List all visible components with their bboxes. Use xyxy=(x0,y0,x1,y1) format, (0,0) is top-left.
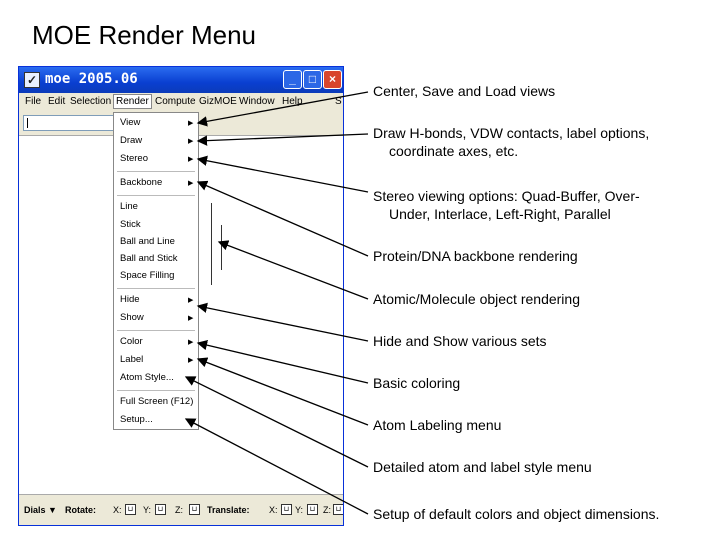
window-title: moe 2005.06 xyxy=(45,71,138,87)
submenu-arrow-icon: ▶ xyxy=(188,120,194,127)
menu-separator xyxy=(117,171,195,172)
translate-y-button[interactable]: ⊔ xyxy=(307,504,318,515)
arrow-setup xyxy=(184,418,369,515)
translate-x-label: X: xyxy=(269,505,278,515)
command-input[interactable] xyxy=(23,115,121,131)
callout-draw-line2: coordinate axes, etc. xyxy=(389,143,519,159)
render-backbone-item[interactable]: Backbone xyxy=(120,177,163,188)
menu-window[interactable]: Window xyxy=(239,96,275,107)
rotate-x-button[interactable]: ⊔ xyxy=(125,504,136,515)
arrow-color xyxy=(196,340,369,384)
rotate-z-label: Z: xyxy=(175,505,183,515)
minimize-button[interactable]: _ xyxy=(283,70,302,89)
callout-stereo-line2: Under, Interlace, Left-Right, Parallel xyxy=(389,206,611,222)
menu-gizmoe[interactable]: GizMOE xyxy=(199,96,237,107)
submenu-arrow-icon: ▶ xyxy=(188,315,194,322)
menu-bar: File Edit Selection Render Compute GizMO… xyxy=(19,93,343,111)
translate-label: Translate: xyxy=(207,505,250,515)
callout-setup: Setup of default colors and object dimen… xyxy=(373,506,660,522)
rotate-y-button[interactable]: ⊔ xyxy=(155,504,166,515)
render-setup-item[interactable]: Setup... xyxy=(120,414,153,425)
arrow-hideshow xyxy=(196,302,369,342)
translate-x-button[interactable]: ⊔ xyxy=(281,504,292,515)
menu-separator xyxy=(117,330,195,331)
render-show-item[interactable]: Show xyxy=(120,312,144,323)
callout-draw-line1: Draw H-bonds, VDW contacts, label option… xyxy=(373,125,650,141)
render-atom-style-item[interactable]: Atom Style... xyxy=(120,372,174,383)
arrow-view xyxy=(196,91,369,127)
menu-selection[interactable]: Selection xyxy=(70,96,112,107)
menu-render[interactable]: Render xyxy=(113,94,152,109)
maximize-button[interactable]: □ xyxy=(303,70,322,89)
rotate-label: Rotate: xyxy=(65,505,96,515)
submenu-arrow-icon: ▶ xyxy=(188,180,194,187)
submenu-arrow-icon: ▶ xyxy=(188,339,194,346)
callout-stereo-line1: Stereo viewing options: Quad-Buffer, Ove… xyxy=(373,188,640,204)
render-hide-item[interactable]: Hide xyxy=(120,294,140,305)
moe-app-icon[interactable]: ✓ xyxy=(24,72,40,88)
render-color-item[interactable]: Color xyxy=(120,336,143,347)
slide-title: MOE Render Menu xyxy=(32,20,256,50)
render-line-item[interactable]: Line xyxy=(120,201,138,212)
callout-view: Center, Save and Load views xyxy=(373,83,556,99)
render-menu-dropdown: View ▶ Draw ▶ Stereo ▶ Backbone ▶ Line S… xyxy=(113,112,199,430)
render-stick-item[interactable]: Stick xyxy=(120,219,141,230)
rotate-x-label: X: xyxy=(113,505,122,515)
bracket-line xyxy=(211,203,212,285)
callout-draw: Draw H-bonds, VDW contacts, label option… xyxy=(373,124,649,160)
menu-s[interactable]: S xyxy=(335,96,342,107)
menu-separator xyxy=(117,288,195,289)
render-draw-item[interactable]: Draw xyxy=(120,135,143,146)
submenu-arrow-icon: ▶ xyxy=(188,297,194,304)
menu-separator xyxy=(117,390,195,391)
submenu-arrow-icon: ▶ xyxy=(188,138,194,145)
status-bar: Dials ▼ Rotate: X: ⊔ Y: ⊔ Z: ⊔ Translate… xyxy=(19,494,343,525)
translate-y-label: Y: xyxy=(295,505,304,515)
rotate-y-label: Y: xyxy=(143,505,152,515)
rotate-z-button[interactable]: ⊔ xyxy=(189,504,200,515)
menu-edit[interactable]: Edit xyxy=(48,96,66,107)
submenu-arrow-icon: ▶ xyxy=(188,357,194,364)
menu-help[interactable]: Help xyxy=(282,96,303,107)
callout-label: Atom Labeling menu xyxy=(373,417,502,433)
render-stereo-item[interactable]: Stereo xyxy=(120,153,148,164)
arrow-style xyxy=(184,376,369,468)
translate-z-label: Z: xyxy=(323,505,331,515)
close-button[interactable]: × xyxy=(323,70,342,89)
menu-compute[interactable]: Compute xyxy=(155,96,196,107)
callout-stereo: Stereo viewing options: Quad-Buffer, Ove… xyxy=(373,187,640,223)
callout-color: Basic coloring xyxy=(373,375,461,391)
title-bar[interactable]: ✓ moe 2005.06 _ □ × xyxy=(19,67,343,93)
arrow-atomic xyxy=(217,240,369,300)
callout-backbone: Protein/DNA backbone rendering xyxy=(373,248,578,264)
menu-file[interactable]: File xyxy=(25,96,42,107)
arrow-stereo xyxy=(196,155,369,193)
render-space-filling-item[interactable]: Space Filling xyxy=(120,270,175,281)
callout-atomic: Atomic/Molecule object rendering xyxy=(373,291,580,307)
callout-hideshow: Hide and Show various sets xyxy=(373,333,547,349)
dials-button[interactable]: Dials ▼ xyxy=(24,505,57,515)
arrow-label xyxy=(196,357,369,426)
render-view-item[interactable]: View xyxy=(120,117,141,128)
render-ball-and-stick-item[interactable]: Ball and Stick xyxy=(120,253,178,264)
render-full-screen-item[interactable]: Full Screen (F12) xyxy=(120,396,194,407)
render-label-item[interactable]: Label xyxy=(120,354,144,365)
submenu-arrow-icon: ▶ xyxy=(188,156,194,163)
text-cursor xyxy=(27,118,28,128)
arrow-draw xyxy=(196,133,369,146)
arrow-backbone xyxy=(196,180,369,257)
callout-style: Detailed atom and label style menu xyxy=(373,459,592,475)
translate-z-button[interactable]: ⊔ xyxy=(333,504,343,515)
menu-separator xyxy=(117,195,195,196)
render-ball-and-line-item[interactable]: Ball and Line xyxy=(120,236,175,247)
